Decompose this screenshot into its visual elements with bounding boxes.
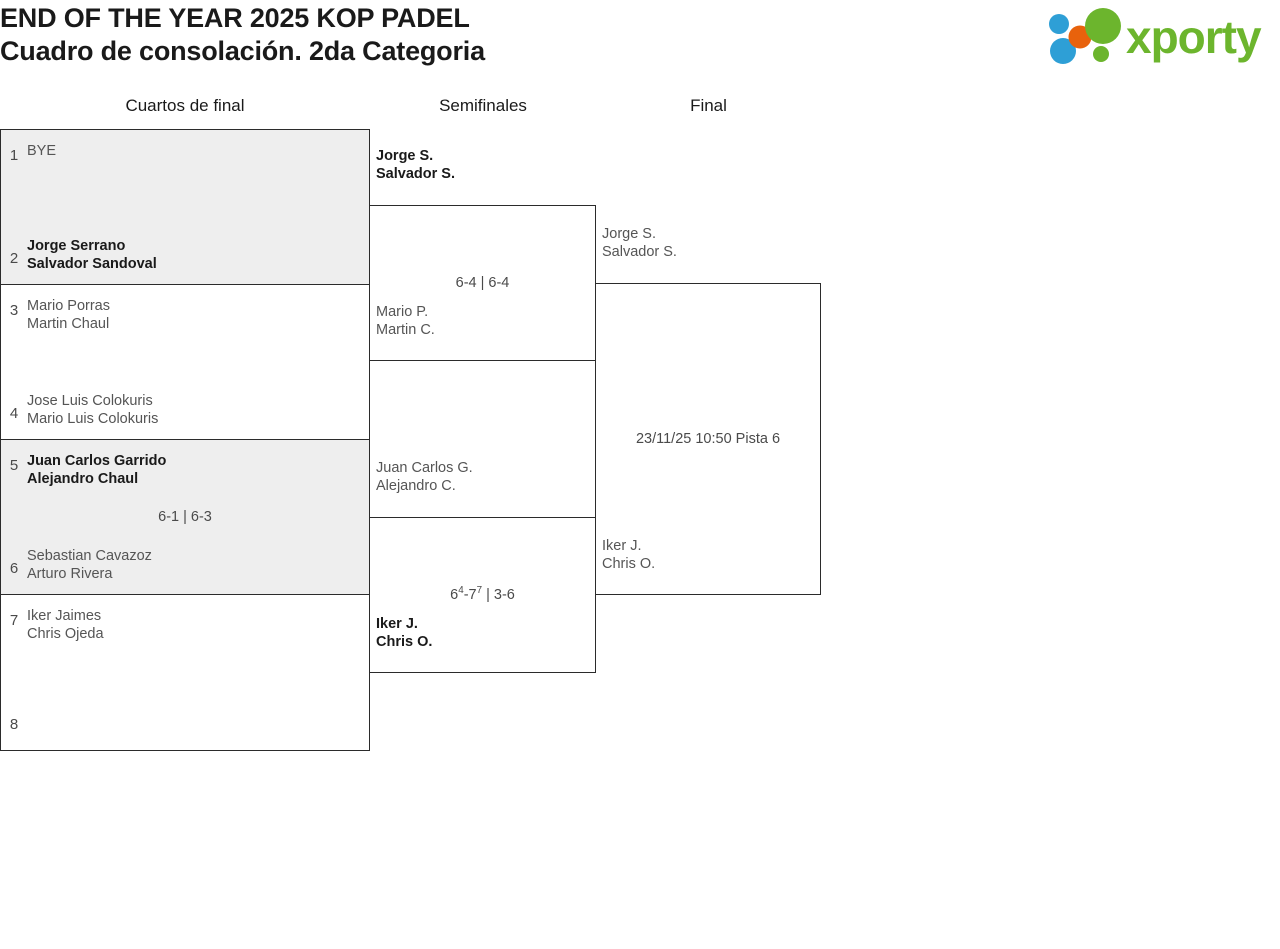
tournament-name: END OF THE YEAR 2025 KOP PADEL (0, 3, 470, 33)
round-header-semifinals: Semifinales (439, 96, 527, 115)
r1-match-1-top-seed: 1 (9, 147, 19, 164)
r2-match-1-score: 6-4 | 6-4 (455, 275, 510, 291)
r2-match-1-bottom-team[interactable]: Mario P. Martin C. (376, 303, 435, 339)
r1-match-2-bottom-team[interactable]: Jose Luis Colokuris Mario Luis Colokuris (27, 392, 361, 428)
player-name: Iker J. (376, 616, 418, 632)
page-title: END OF THE YEAR 2025 KOP PADEL Cuadro de… (0, 2, 485, 68)
player-name: Salvador S. (602, 244, 677, 260)
player-name: Martin C. (376, 322, 435, 338)
xporty-logo[interactable]: xporty (1042, 6, 1274, 68)
player-name: Chris O. (376, 634, 433, 650)
player-name: Salvador S. (376, 166, 455, 182)
r1-match-4-bottom-seed: 8 (9, 716, 19, 733)
r2-match-2-bottom-team[interactable]: Iker J. Chris O. (376, 615, 432, 651)
r2-match-2-score: 64-77 | 3-6 (370, 585, 595, 603)
bracket-subtitle: Cuadro de consolación. 2da Categoria (0, 35, 485, 66)
svg-text:xporty: xporty (1126, 11, 1262, 63)
r1-match-4-top-seed: 7 (9, 612, 19, 629)
r1-match-3-bottom-seed: 6 (9, 560, 19, 577)
player-name: Jorge S. (602, 226, 656, 242)
tiebreak-sup: 4 (458, 585, 464, 597)
r1-match-3-score: 6-1 | 6-3 (158, 509, 212, 525)
r2-match-2[interactable]: 64-77 | 3-6 (369, 517, 596, 673)
tiebreak-sup: 7 (476, 585, 483, 597)
r1-match-3-top-team[interactable]: Juan Carlos Garrido Alejandro Chaul (27, 452, 361, 488)
xporty-logo-icon: xporty (1049, 8, 1263, 64)
r3-final-bottom-team[interactable]: Iker J. Chris O. (602, 537, 655, 573)
player-name: Martin Chaul (27, 316, 110, 332)
player-name: Juan Carlos Garrido (27, 453, 167, 469)
player-name: Jose Luis Colokuris (27, 393, 153, 409)
player-name: Alejandro Chaul (27, 471, 139, 487)
final-schedule: 23/11/25 10:50 Pista 6 (635, 431, 781, 447)
score-part: -7 (463, 587, 477, 603)
page-header: END OF THE YEAR 2025 KOP PADEL Cuadro de… (0, 0, 1280, 90)
r1-match-2-top-team[interactable]: Mario Porras Martin Chaul (27, 297, 361, 333)
player-name: Sebastian Cavazoz (27, 548, 152, 564)
r1-match-2-top-seed: 3 (9, 302, 19, 319)
player-name: Mario Porras (27, 298, 110, 314)
player-name: Chris O. (602, 556, 656, 572)
r1-match-1-top-team[interactable]: BYE (27, 142, 361, 160)
r2-match-2-top-team[interactable]: Juan Carlos G. Alejandro C. (376, 459, 473, 495)
score-part: | 3-6 (482, 587, 515, 603)
round-header-final: Final (690, 96, 727, 115)
r3-match-final[interactable]: 23/11/25 10:50 Pista 6 (595, 283, 821, 595)
score-part: 6 (450, 587, 459, 603)
r1-match-1-bottom-seed: 2 (9, 250, 19, 267)
player-name: Mario P. (376, 304, 429, 320)
player-name: Arturo Rivera (27, 566, 113, 582)
r1-match-4[interactable]: 7 Iker Jaimes Chris Ojeda 8 (0, 594, 370, 751)
player-name: Iker Jaimes (27, 608, 102, 624)
r1-match-3[interactable]: 5 Juan Carlos Garrido Alejandro Chaul 6 … (0, 439, 370, 595)
r1-match-4-top-team[interactable]: Iker Jaimes Chris Ojeda (27, 607, 361, 643)
player-name: Salvador Sandoval (27, 256, 157, 272)
round-header-quarterfinals: Cuartos de final (125, 96, 245, 115)
player-name: Juan Carlos G. (376, 460, 473, 476)
player-name: BYE (27, 143, 57, 159)
r1-match-2[interactable]: 3 Mario Porras Martin Chaul 4 Jose Luis … (0, 284, 370, 440)
player-name: Jorge S. (376, 148, 434, 164)
r2-match-1-top-team[interactable]: Jorge S. Salvador S. (376, 147, 455, 183)
r1-match-3-top-seed: 5 (9, 457, 19, 474)
r1-match-3-bottom-team[interactable]: Sebastian Cavazoz Arturo Rivera (27, 547, 361, 583)
r1-match-1[interactable]: 1 BYE 2 Jorge Serrano Salvador Sandoval (0, 129, 370, 285)
r1-match-1-bottom-team[interactable]: Jorge Serrano Salvador Sandoval (27, 237, 361, 273)
player-name: Alejandro C. (376, 478, 456, 494)
player-name: Mario Luis Colokuris (27, 411, 159, 427)
r1-match-2-bottom-seed: 4 (9, 405, 19, 422)
r2-match-1[interactable]: 6-4 | 6-4 (369, 205, 596, 361)
r3-final-top-team[interactable]: Jorge S. Salvador S. (602, 225, 677, 261)
player-name: Chris Ojeda (27, 626, 104, 642)
player-name: Jorge Serrano (27, 238, 126, 254)
player-name: Iker J. (602, 538, 642, 554)
